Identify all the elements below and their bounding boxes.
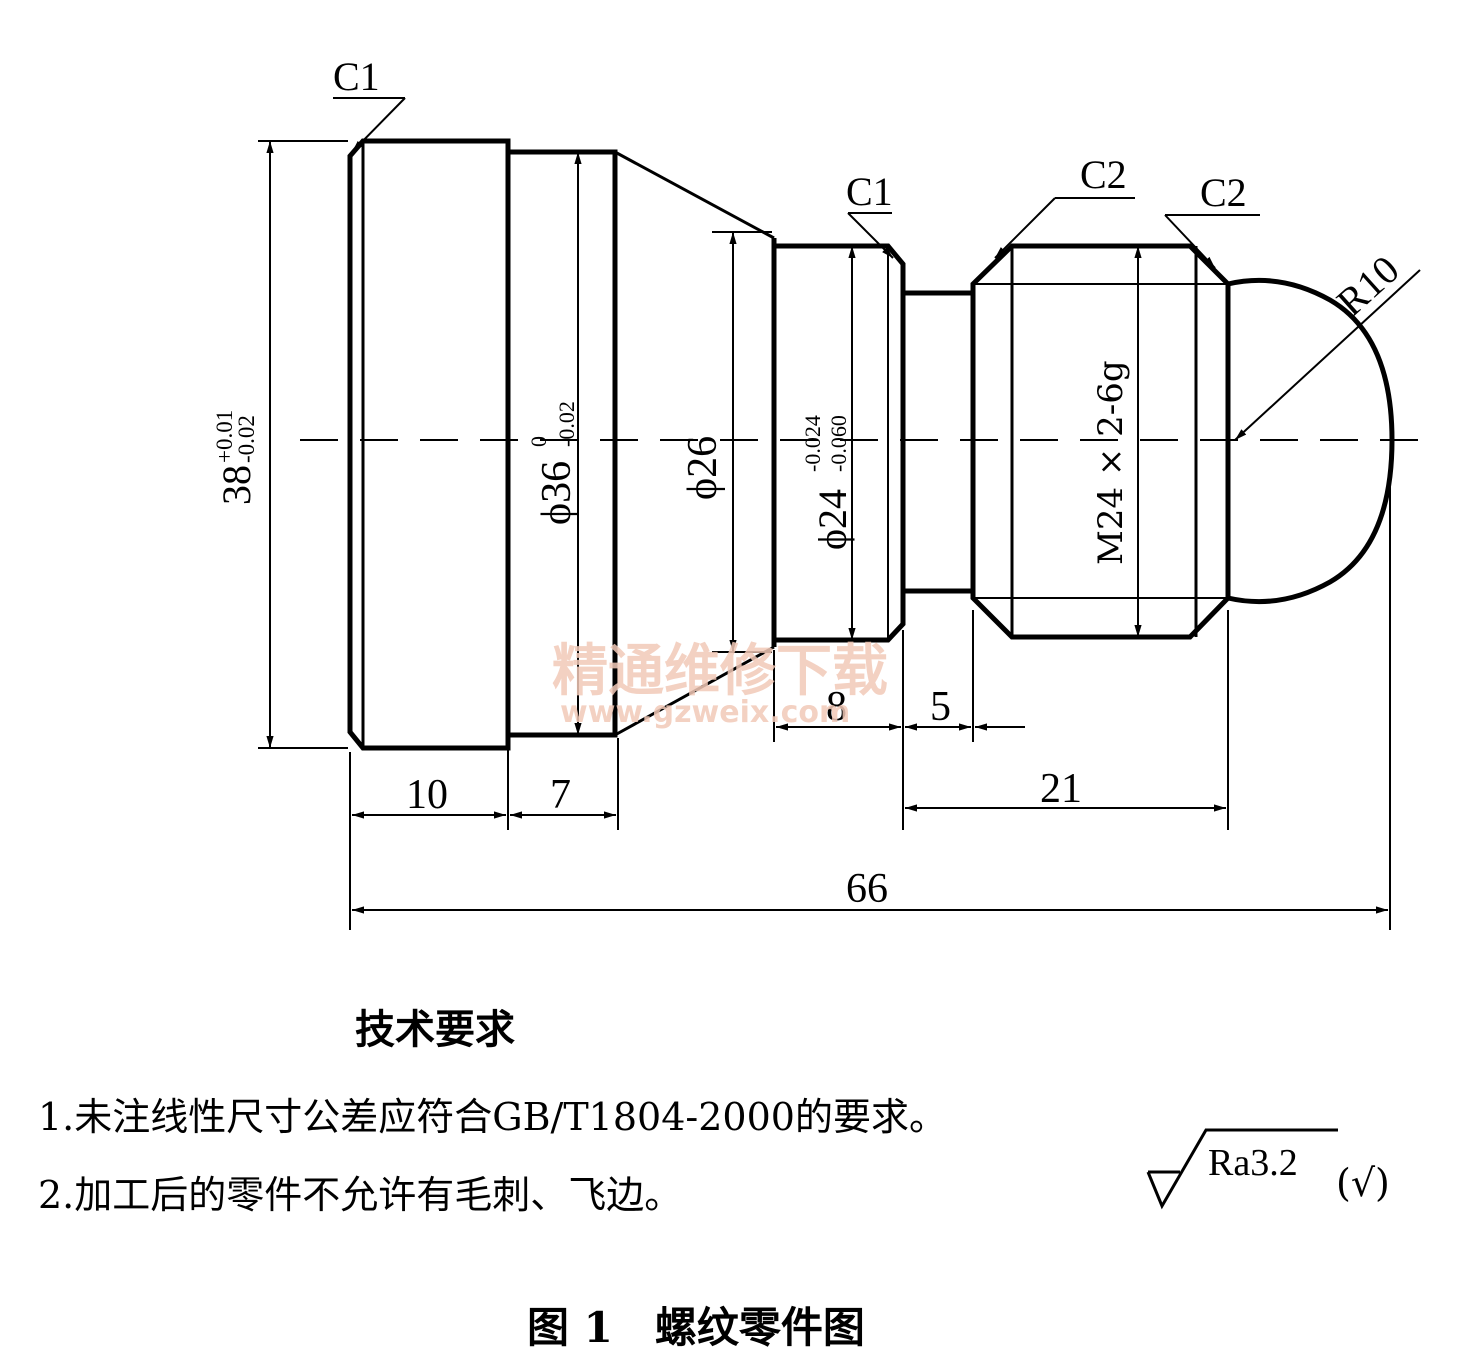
- dim-d36-base: ϕ36: [534, 461, 580, 525]
- dim-d36-lower: -0.02: [554, 401, 579, 447]
- dim-len-8: 8: [826, 684, 847, 730]
- requirement-item-1: 1.未注线性尺寸公差应符合GB/T1804-2000的要求。: [38, 1095, 947, 1139]
- chamfer-leaders: [333, 97, 1421, 441]
- dim-d36-upper: 0: [526, 436, 551, 447]
- chamfer-label-c2-right: C2: [1200, 170, 1247, 215]
- dim-thread: M24 × 2-6g: [1091, 360, 1131, 565]
- watermark-url: www.gzweix.com: [560, 695, 850, 730]
- dim-len-7: 7: [550, 772, 571, 818]
- diameter-dimension-lines: [258, 140, 1142, 749]
- roughness-value: Ra3.2: [1208, 1142, 1298, 1184]
- dim-d24: ϕ24 -0.024 -0.060: [800, 415, 855, 550]
- length-dimension-lines: [349, 475, 1391, 930]
- roughness-suffix: (√): [1336, 1161, 1390, 1205]
- chamfer-label-c1-left: C1: [333, 54, 380, 99]
- dim-d36: ϕ36 0 -0.02: [526, 401, 580, 525]
- roughness-symbol: [1146, 1128, 1338, 1210]
- watermark-cn: 精通维修下载: [552, 639, 888, 704]
- requirements-heading: 技术要求: [355, 1006, 515, 1053]
- dim-len-10: 10: [406, 772, 448, 818]
- figure-caption: 图 1 螺纹零件图: [527, 1303, 865, 1352]
- chamfer-label-c1-mid: C1: [846, 169, 893, 214]
- chamfer-label-c2-left: C2: [1080, 152, 1127, 197]
- requirement-item-2: 2.加工后的零件不允许有毛刺、飞边。: [38, 1173, 682, 1217]
- dim-len-66: 66: [846, 866, 888, 912]
- dim-d24-base: ϕ24: [810, 489, 855, 550]
- thread-label: M24 × 2-6g: [1091, 360, 1131, 565]
- dim-d24-lower: -0.060: [826, 415, 851, 472]
- dim-len-5: 5: [930, 684, 951, 730]
- dim-d38-upper: +0.01: [212, 410, 237, 463]
- dim-len-21: 21: [1040, 766, 1082, 812]
- dim-d26: ϕ26: [680, 436, 726, 500]
- radius-label: R10: [1328, 247, 1408, 325]
- dim-d24-upper: -0.024: [800, 415, 825, 472]
- dim-d38-base: 38: [214, 465, 259, 505]
- dim-d38: 38 +0.01 -0.02: [212, 410, 259, 505]
- dim-d38-lower: -0.02: [234, 415, 259, 463]
- dim-d26-label: ϕ26: [680, 436, 726, 500]
